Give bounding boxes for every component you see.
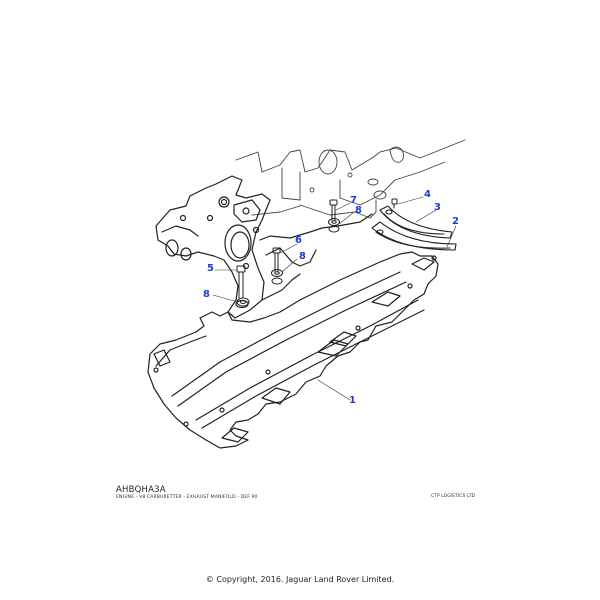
callout-1: 1 — [349, 395, 356, 406]
callout-5: 5 — [207, 263, 214, 274]
callout-8-lower: 8 — [203, 289, 210, 300]
leader-lines — [212, 196, 457, 401]
supplier-name: CTP LOGISTICS LTD — [431, 494, 476, 499]
copyright-notice: © Copyright, 2016. Jaguar Land Rover Lim… — [205, 575, 395, 584]
diagram-code: AHBQHA3A — [116, 485, 166, 495]
gasket — [147, 251, 439, 449]
callout-3: 3 — [434, 202, 441, 213]
callout-4: 4 — [424, 189, 431, 200]
callout-7: 7 — [350, 195, 357, 206]
engine-block — [235, 139, 466, 219]
callout-6: 6 — [295, 235, 302, 246]
manifold-casting — [155, 175, 373, 319]
diagram-description: ENGINE - V8 CARBURETTER - EXHAUST MANIFO… — [116, 495, 258, 500]
heat-shields — [371, 205, 457, 251]
callout-8-middle: 8 — [299, 251, 306, 262]
callout-8-upper: 8 — [355, 205, 362, 216]
callout-2: 2 — [452, 216, 459, 227]
bolts-washers — [236, 198, 398, 307]
